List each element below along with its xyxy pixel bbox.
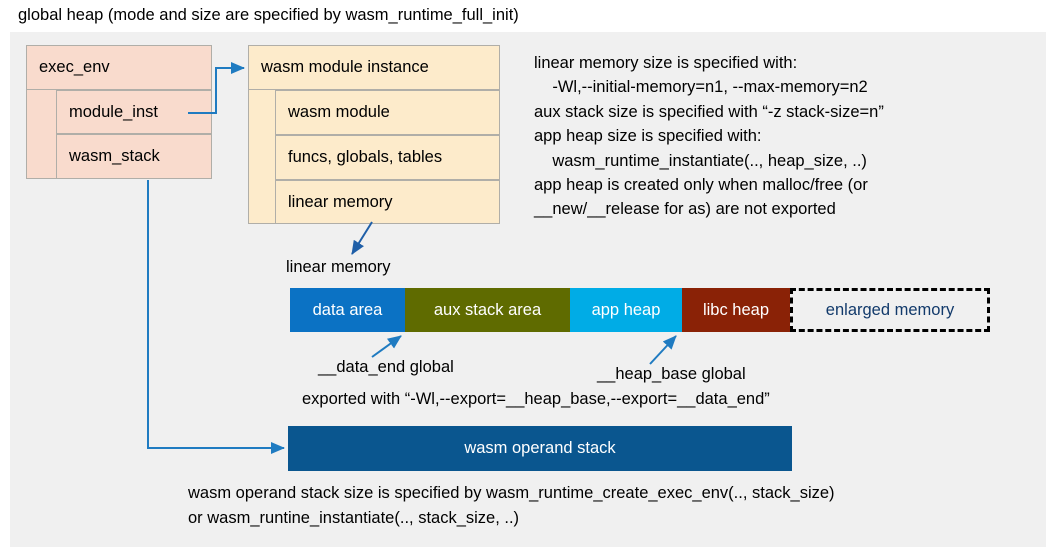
exec-env-field-module-inst[interactable]: module_inst <box>56 90 212 134</box>
module-instance-field-linear-memory-label: linear memory <box>288 192 393 211</box>
annotation-data-end: __data_end global <box>318 358 454 376</box>
module-instance-field-wasm-module-label: wasm module <box>288 103 390 121</box>
exec-env-field-wasm-stack[interactable]: wasm_stack <box>56 134 212 179</box>
exec-env-header-box[interactable]: exec_env <box>26 45 212 90</box>
wasm-operand-stack-label: wasm operand stack <box>464 439 616 457</box>
module-instance-field-wasm-module[interactable]: wasm module <box>275 90 500 135</box>
linear-memory-label: linear memory <box>286 258 391 276</box>
annotation-heap-base: __heap_base global <box>597 365 746 383</box>
exec-env-field-wasm-stack-label: wasm_stack <box>69 147 160 165</box>
memory-segment-label: app heap <box>591 300 661 319</box>
linear-memory-bar: data area aux stack area app heap libc heap… <box>290 288 990 332</box>
memory-segment-aux-stack-area[interactable]: aux stack area <box>405 288 570 332</box>
module-instance-header-box[interactable]: wasm module instance <box>248 45 500 90</box>
memory-segment-app-heap[interactable]: app heap <box>570 288 682 332</box>
memory-segment-label: libc heap <box>702 300 770 319</box>
exec-env-header-label: exec_env <box>39 58 110 76</box>
memory-segment-label: aux stack area <box>433 300 542 319</box>
operand-stack-note: wasm operand stack size is specified by … <box>188 484 835 527</box>
page-title: global heap (mode and size are specified… <box>18 6 519 24</box>
wasm-operand-stack-bar[interactable]: wasm operand stack <box>288 426 792 471</box>
module-instance-field-linear-memory[interactable]: linear memory <box>275 180 500 224</box>
annotation-export-note: exported with “-Wl,--export=__heap_base,… <box>302 390 770 408</box>
memory-segment-enlarged-memory[interactable]: enlarged memory <box>790 288 990 332</box>
memory-segment-label: data area <box>312 300 383 319</box>
module-instance-field-funcs-globals-tables-label: funcs, globals, tables <box>288 148 443 166</box>
exec-env-field-module-inst-label: module_inst <box>69 102 158 121</box>
memory-segment-label: enlarged memory <box>825 300 955 319</box>
memory-segment-libc-heap[interactable]: libc heap <box>682 288 790 332</box>
memory-config-note: linear memory size is specified with: -W… <box>534 54 884 219</box>
module-instance-field-funcs-globals-tables[interactable]: funcs, globals, tables <box>275 135 500 180</box>
memory-segment-data-area[interactable]: data area <box>290 288 405 332</box>
module-instance-header-label: wasm module instance <box>261 58 429 76</box>
